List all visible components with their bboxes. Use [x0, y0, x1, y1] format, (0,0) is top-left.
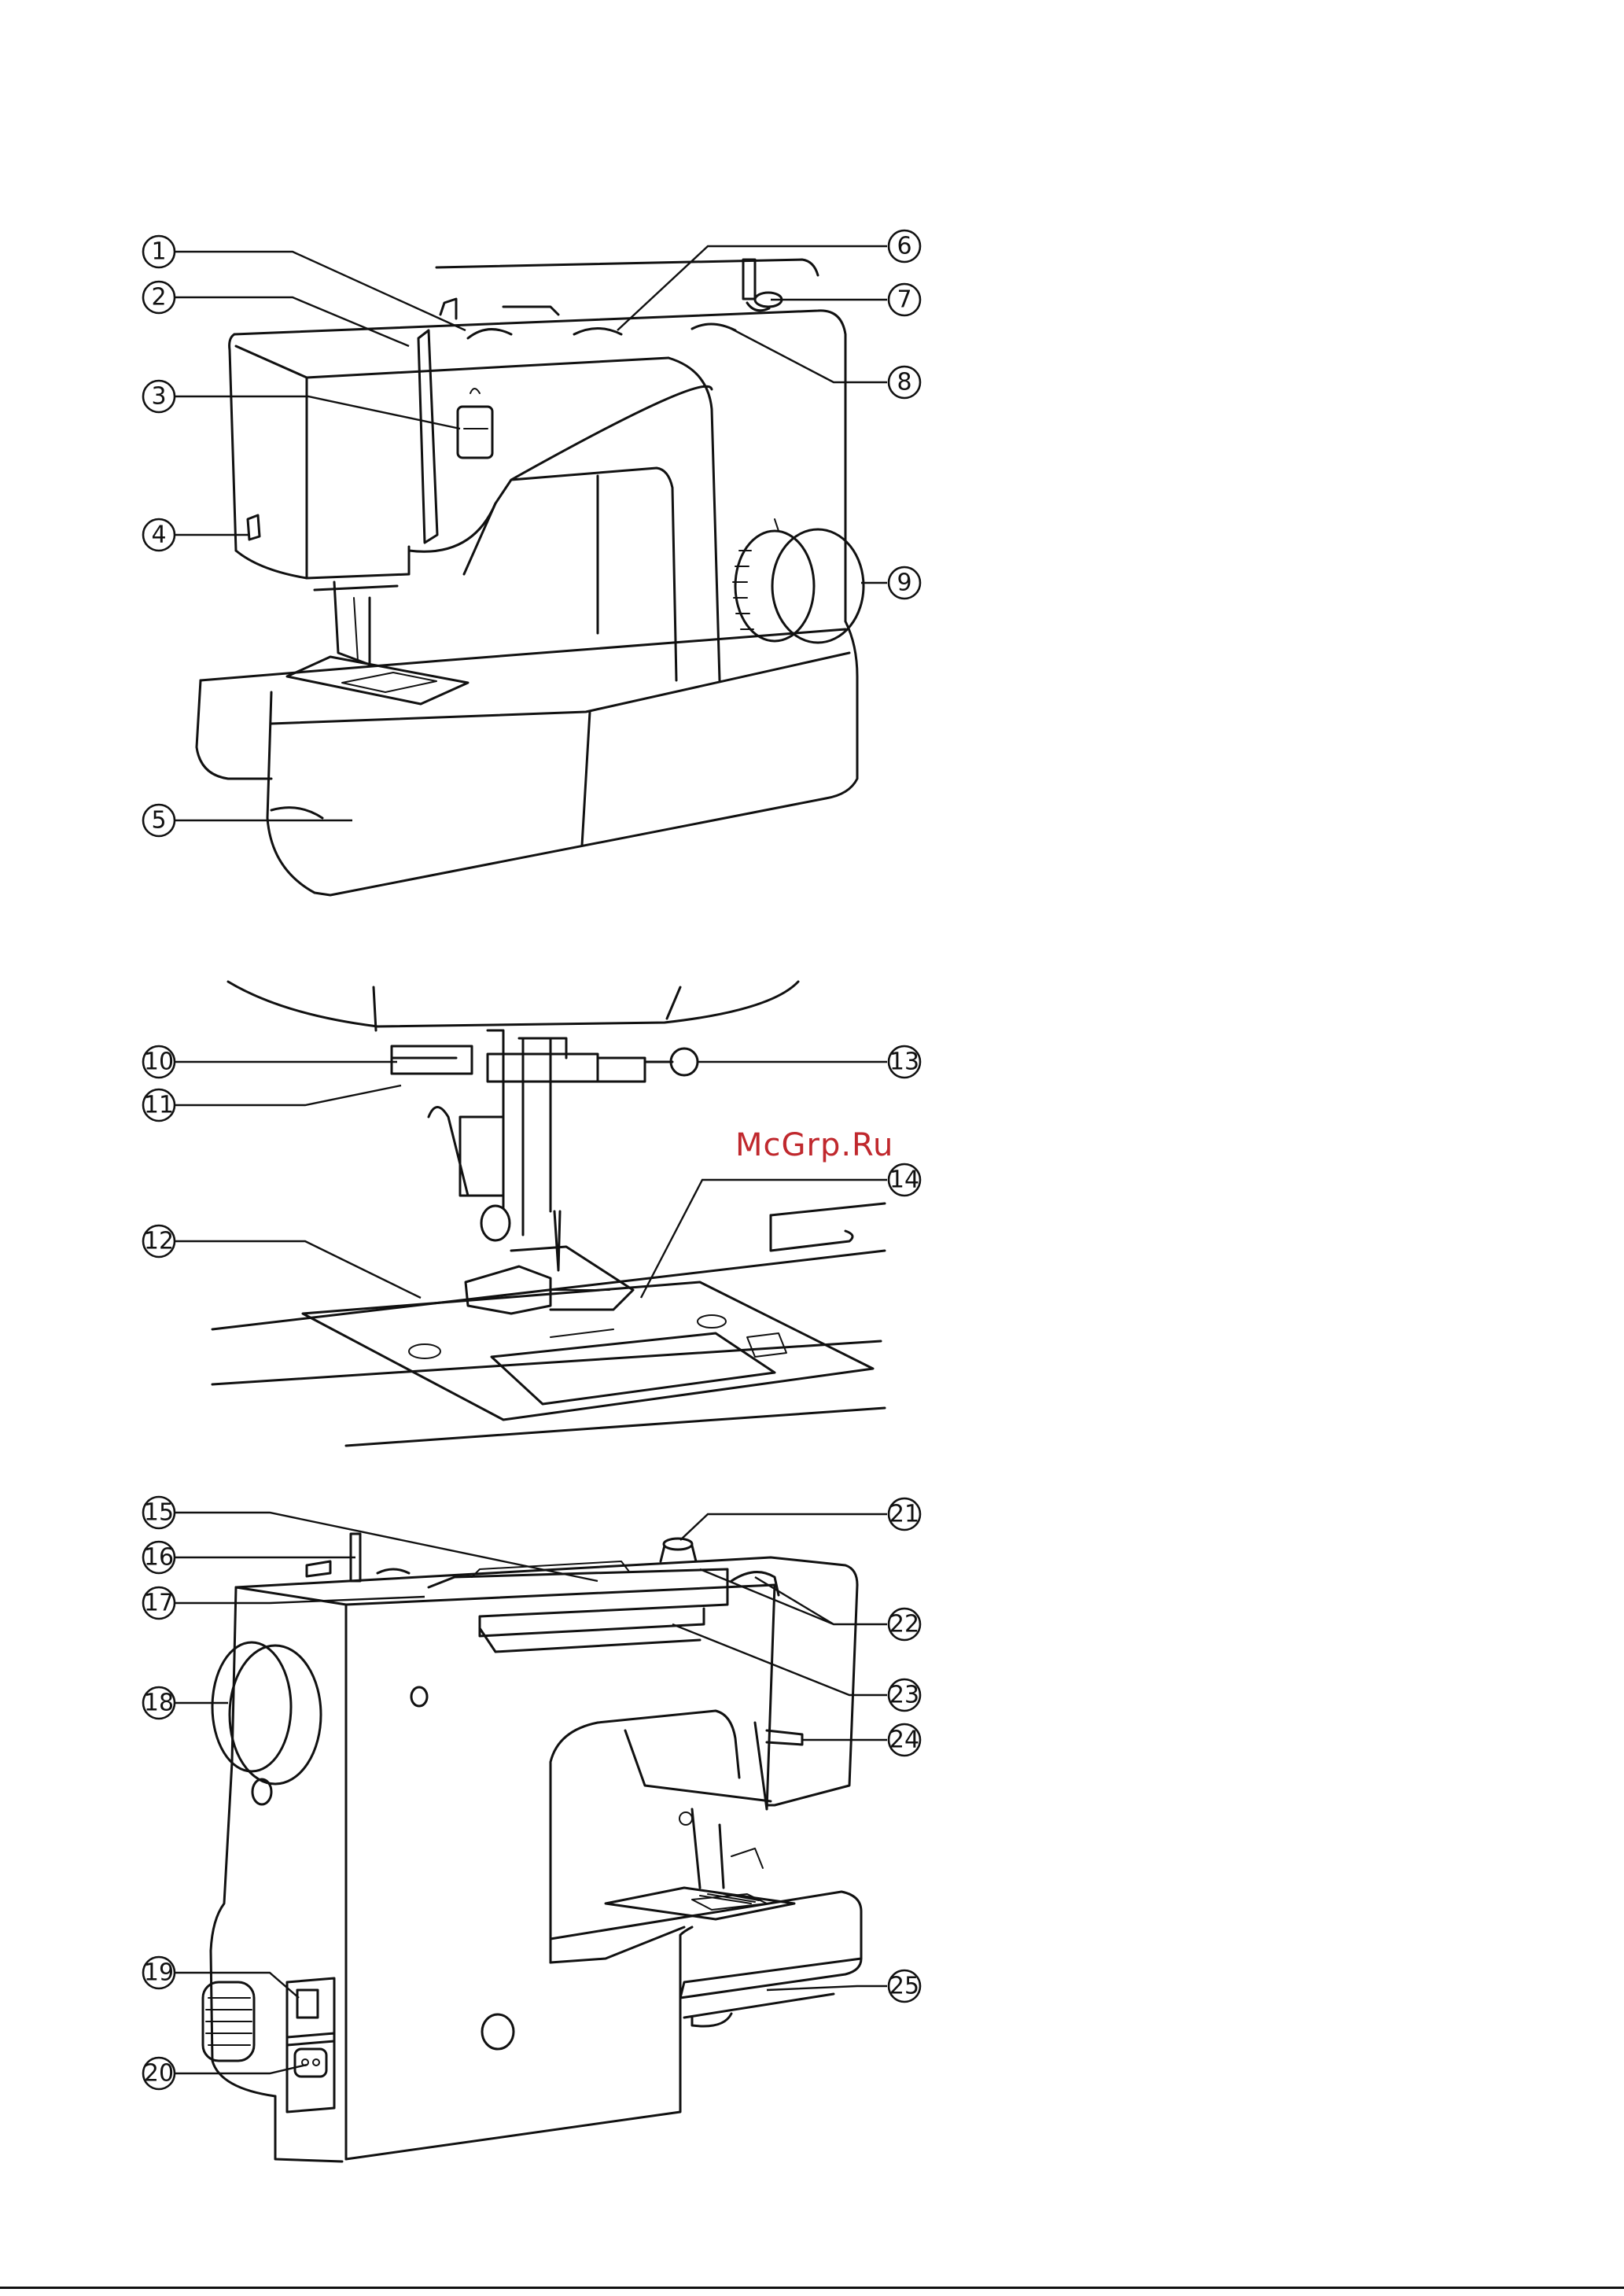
callout-1: 1	[143, 236, 175, 267]
callout-23: 23	[889, 1679, 920, 1711]
svg-text:13: 13	[889, 1048, 919, 1076]
callout-17: 17	[143, 1587, 175, 1619]
watermark-text: McGrp.Ru	[735, 1127, 893, 1163]
callout-7: 7	[889, 284, 920, 315]
svg-text:16: 16	[144, 1544, 174, 1572]
svg-text:15: 15	[144, 1499, 174, 1527]
callout-2: 2	[143, 282, 175, 313]
svg-text:23: 23	[889, 1682, 919, 1709]
svg-text:22: 22	[889, 1611, 919, 1638]
callout-9: 9	[889, 567, 920, 599]
callout-12: 12	[143, 1225, 175, 1257]
svg-text:6: 6	[897, 233, 911, 260]
svg-text:24: 24	[889, 1727, 919, 1754]
callout-25: 25	[889, 1970, 920, 2002]
svg-text:18: 18	[144, 1690, 174, 1717]
callout-13: 13	[889, 1046, 920, 1078]
svg-text:25: 25	[889, 1973, 919, 2000]
callout-4: 4	[143, 519, 175, 551]
svg-text:19: 19	[144, 1959, 174, 1987]
callout-15: 15	[143, 1497, 175, 1528]
svg-text:10: 10	[144, 1048, 174, 1076]
footer-rule	[0, 2287, 1624, 2289]
svg-text:2: 2	[151, 284, 166, 311]
svg-text:9: 9	[897, 569, 911, 597]
callout-21: 21	[889, 1498, 920, 1530]
svg-text:14: 14	[889, 1166, 919, 1194]
svg-text:20: 20	[144, 2060, 174, 2088]
svg-text:12: 12	[144, 1228, 174, 1255]
callout-14: 14	[889, 1164, 920, 1196]
callout-20: 20	[143, 2058, 175, 2089]
svg-text:8: 8	[897, 369, 911, 396]
svg-text:3: 3	[151, 383, 166, 411]
svg-text:4: 4	[151, 521, 166, 549]
callout-16: 16	[143, 1542, 175, 1573]
callout-18: 18	[143, 1687, 175, 1719]
svg-text:5: 5	[151, 807, 166, 835]
svg-text:1: 1	[151, 238, 166, 266]
svg-text:17: 17	[144, 1590, 174, 1617]
callout-11: 11	[143, 1089, 175, 1121]
front-view-figure	[197, 260, 864, 895]
svg-text:21: 21	[889, 1501, 919, 1528]
callout-24: 24	[889, 1724, 920, 1756]
callout-22: 22	[889, 1609, 920, 1640]
callout-6: 6	[889, 230, 920, 262]
callout-8: 8	[889, 367, 920, 398]
needle-area-figure	[212, 982, 885, 1446]
callout-5: 5	[143, 805, 175, 836]
rear-view-figure	[203, 1534, 861, 2161]
svg-text:7: 7	[897, 286, 911, 314]
svg-text:11: 11	[144, 1092, 174, 1119]
callout-19: 19	[143, 1957, 175, 1988]
callout-10: 10	[143, 1046, 175, 1078]
callout-3: 3	[143, 381, 175, 412]
